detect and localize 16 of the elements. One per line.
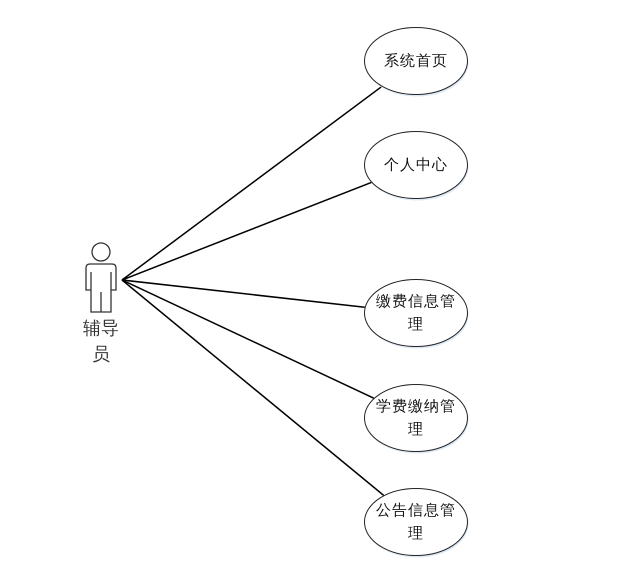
association-line — [122, 86, 382, 281]
association-line — [122, 279, 374, 399]
use-case-ellipse — [364, 131, 468, 199]
use-case-ellipse — [364, 384, 468, 452]
use-case-ellipse — [364, 27, 468, 95]
use-case-ellipse — [364, 279, 468, 347]
use-case-label: 学费缴纳管理 — [376, 396, 456, 440]
use-case-label: 缴费信息管理 — [376, 291, 456, 335]
use-case-label: 公告信息管理 — [376, 500, 456, 544]
actor-label: 辅导员 — [82, 317, 120, 367]
use-case-ellipse — [364, 488, 468, 556]
association-line — [122, 279, 384, 496]
use-case-label: 系统首页 — [383, 50, 449, 72]
association-line — [122, 182, 372, 281]
association-line — [122, 279, 365, 308]
use-case-label: 个人中心 — [383, 154, 449, 176]
